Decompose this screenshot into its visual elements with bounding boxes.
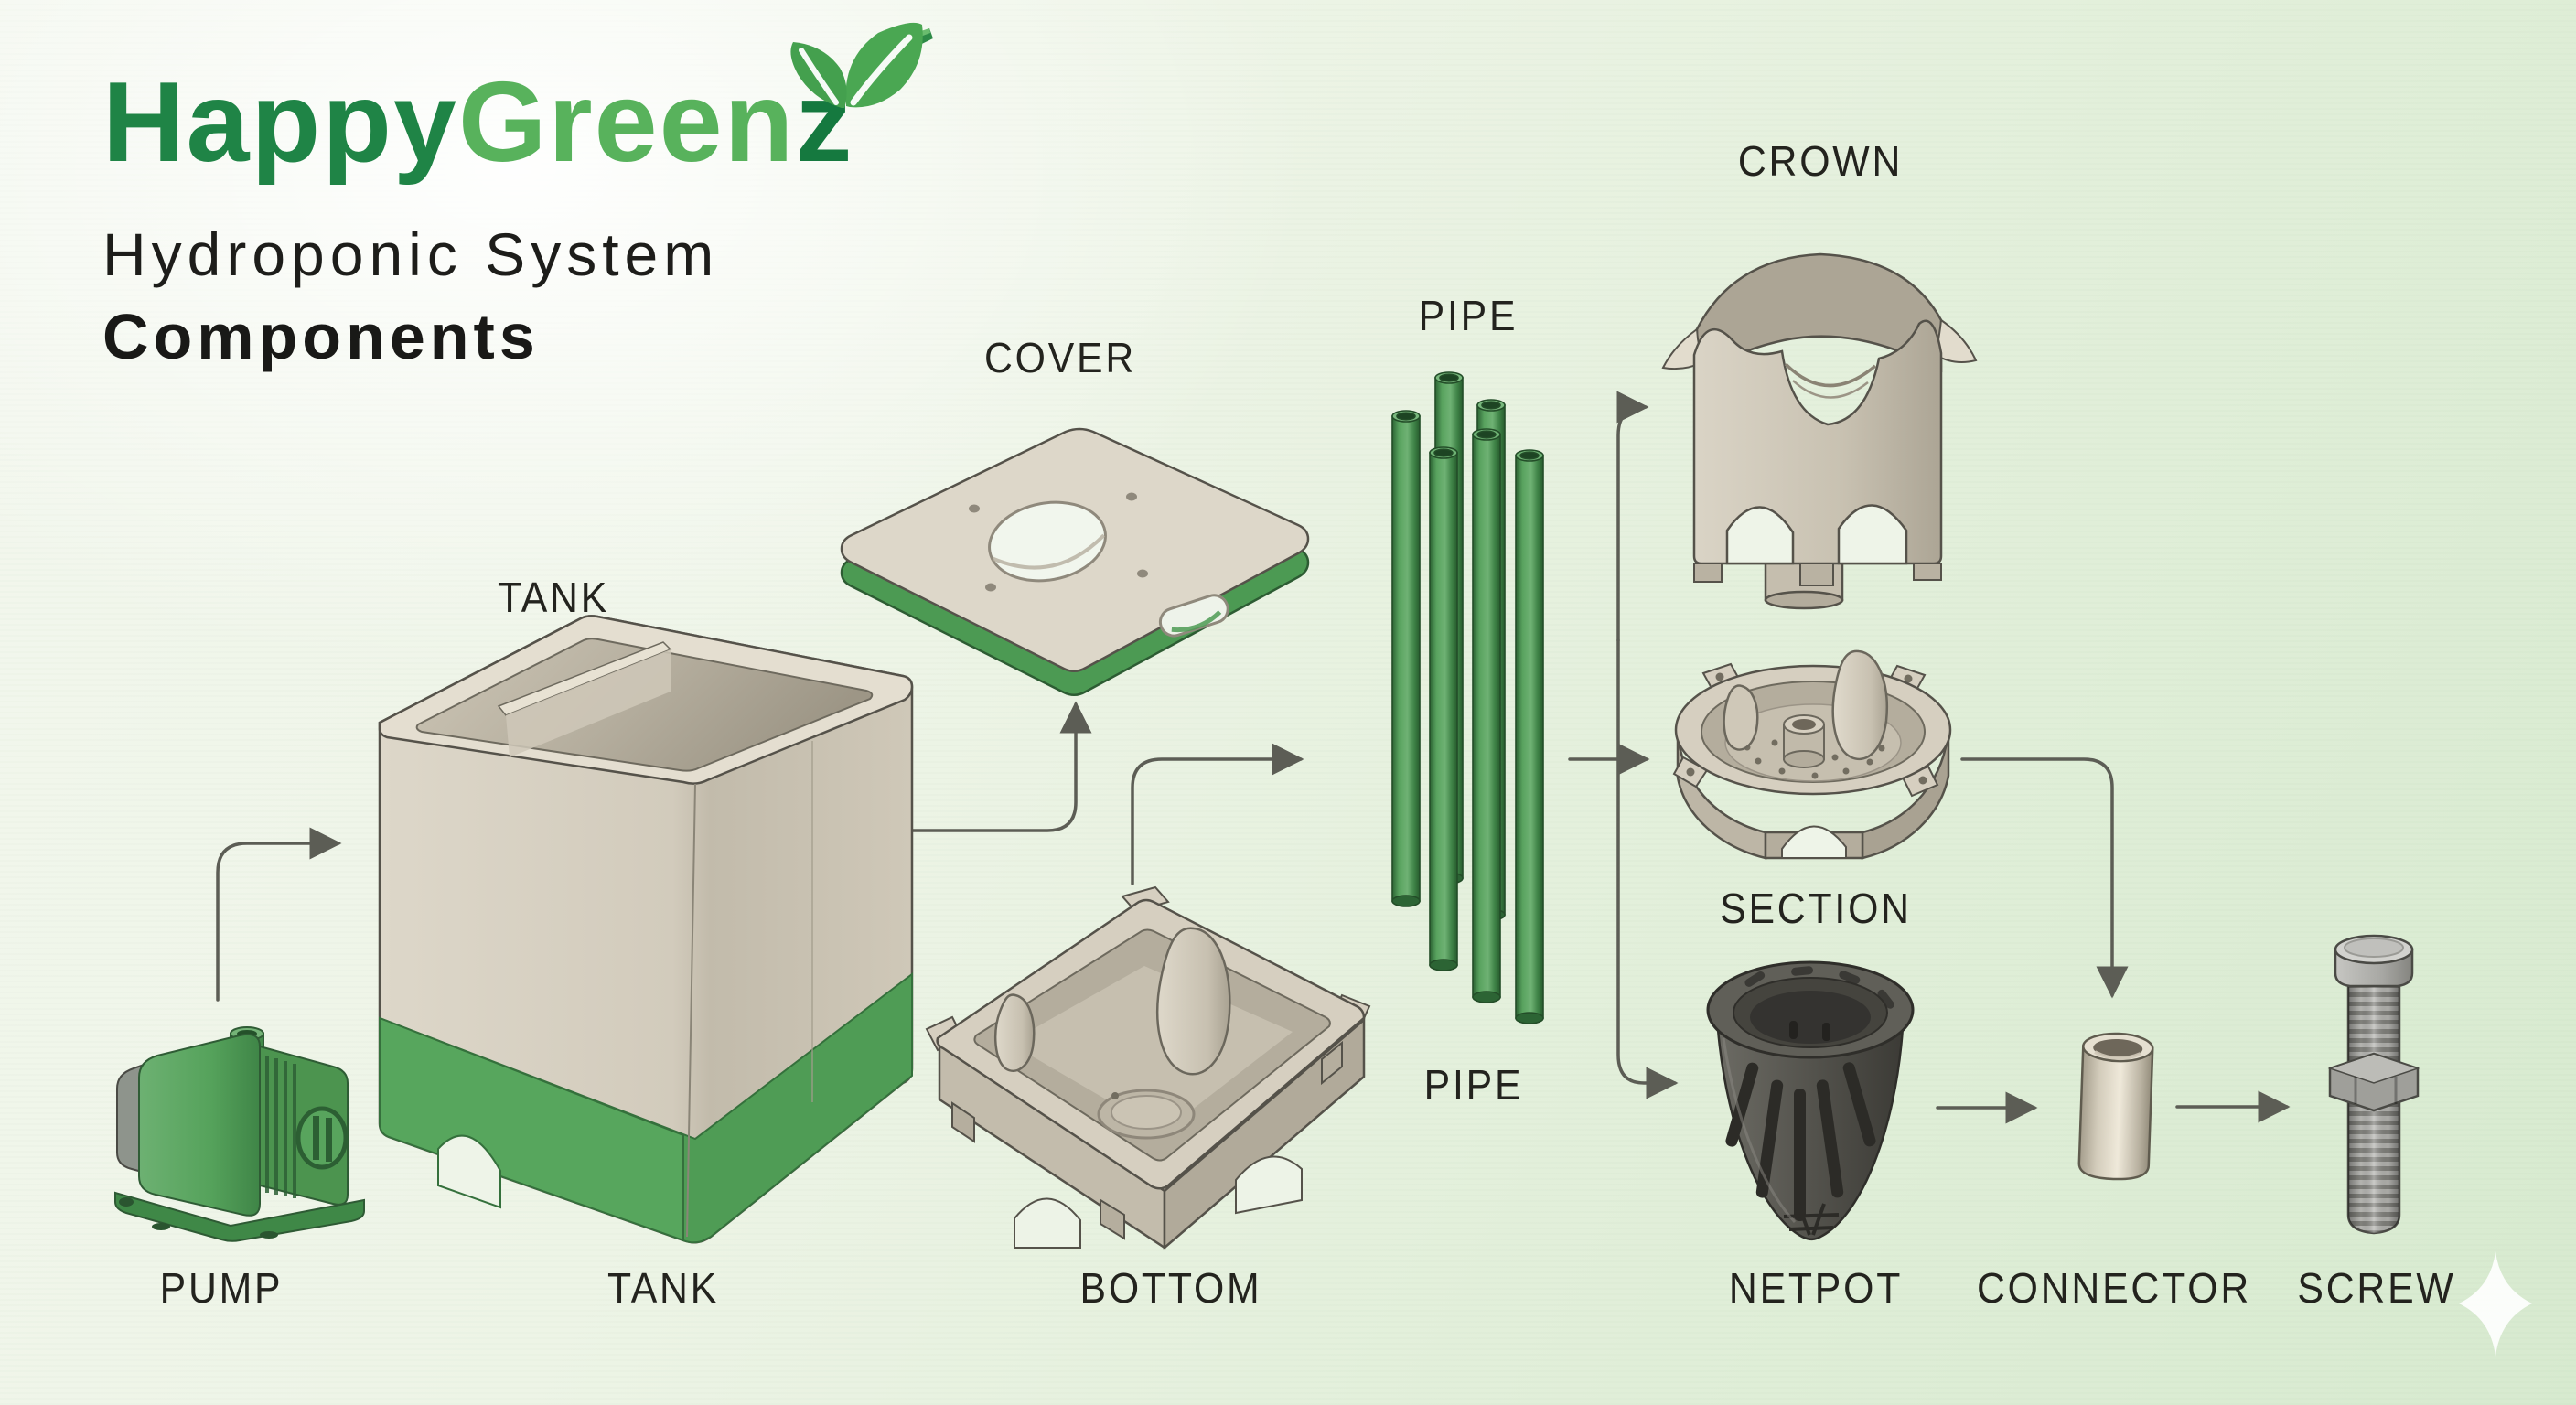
cover-illustration [840, 427, 1310, 696]
label-netpot: NETPOT [1728, 1264, 1904, 1312]
label-tank: TANK [606, 1264, 720, 1312]
pipes-illustration [1391, 371, 1544, 1024]
arrow-pipe-to-netpot [1616, 638, 1679, 1099]
brand-logo-happy: Happy [102, 59, 458, 186]
label-pipe-bottom: PIPE [1423, 1061, 1524, 1109]
label-connector: CONNECTOR [1976, 1264, 2252, 1312]
brand-logo: HappyGreenz [102, 66, 853, 179]
label-pump: PUMP [159, 1264, 284, 1312]
arrow-tank-to-cover [907, 701, 1092, 832]
label-tank-top: TANK [497, 574, 610, 621]
label-screw: SCREW [2297, 1264, 2456, 1312]
screw-illustration [2327, 934, 2420, 1235]
connector-illustration [2077, 1032, 2154, 1181]
brand-logo-green: Green [457, 59, 796, 186]
sparkle-icon [2459, 1251, 2532, 1357]
arrow-section-to-connector [1960, 757, 2129, 999]
arrow-bottom-to-pipe [1131, 743, 1304, 885]
label-pipe-top: PIPE [1418, 292, 1519, 339]
label-crown: CROWN [1737, 137, 1904, 185]
label-bottom: BOTTOM [1079, 1264, 1262, 1312]
bottom-illustration [925, 885, 1371, 1250]
tagline-line1: Hydroponic System [102, 220, 720, 288]
tank-illustration [378, 615, 914, 1244]
label-section: SECTION [1720, 885, 1912, 932]
label-cover: COVER [983, 334, 1137, 381]
pump-illustration [114, 1026, 365, 1242]
section-illustration [1672, 649, 1952, 860]
arrow-pump-to-tank [216, 827, 342, 1002]
netpot-illustration [1706, 960, 1915, 1241]
leaf-icon [790, 22, 933, 108]
crown-illustration [1661, 252, 1978, 610]
tagline-line2: Components [102, 301, 540, 372]
arrow-pipe-to-crown [1616, 391, 1649, 642]
